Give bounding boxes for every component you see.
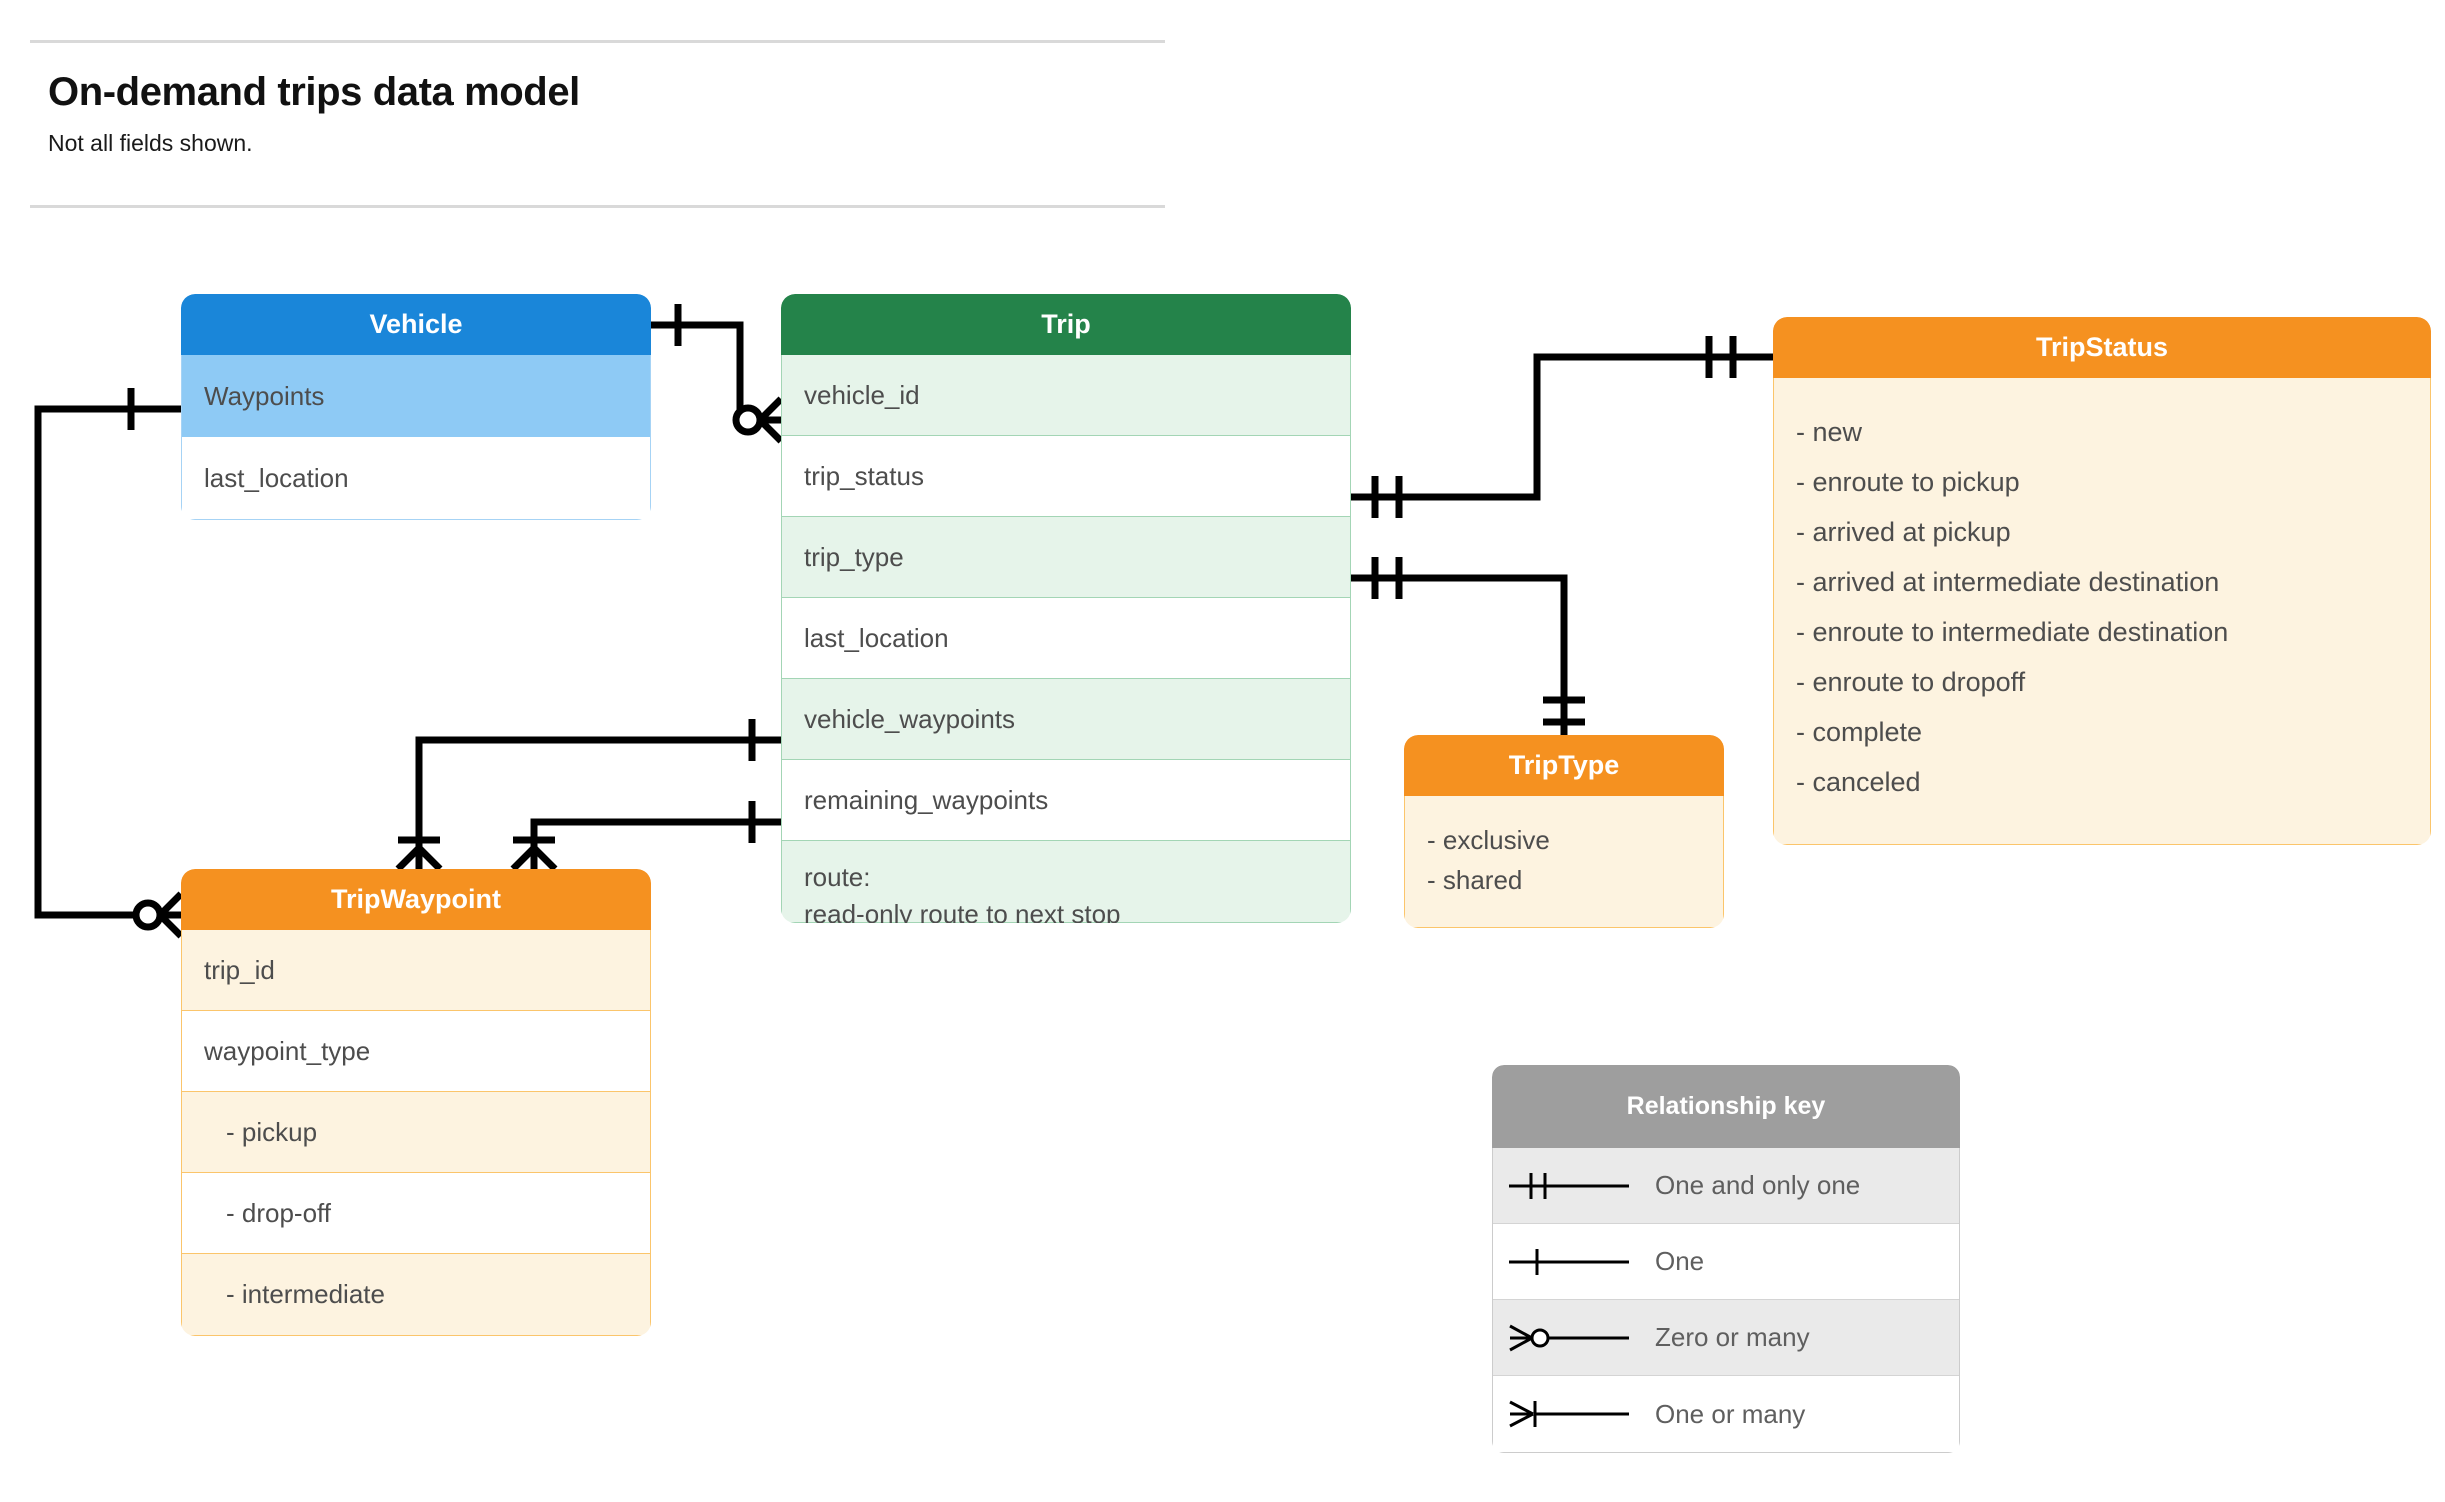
- field-row[interactable]: Waypoints: [182, 355, 650, 437]
- enum-row[interactable]: - drop-off: [182, 1173, 650, 1254]
- relationship-key-legend: Relationship key One and only one: [1492, 1065, 1960, 1453]
- one-icon: [1493, 1242, 1655, 1282]
- enum-row[interactable]: - intermediate: [182, 1254, 650, 1335]
- legend-title: Relationship key: [1492, 1065, 1960, 1148]
- entity-tripwaypoint-title: TripWaypoint: [181, 869, 651, 930]
- field-row-route[interactable]: route: read-only route to next stop: [782, 841, 1350, 923]
- field-row[interactable]: trip_type: [782, 517, 1350, 598]
- enum-value: - exclusive: [1427, 825, 1550, 855]
- enum-value: - new: [1796, 417, 1863, 447]
- route-label: route:: [804, 862, 871, 892]
- field-row[interactable]: waypoint_type: [182, 1011, 650, 1092]
- enum-value: - enroute to pickup: [1796, 466, 2020, 497]
- enum-row[interactable]: - pickup: [182, 1092, 650, 1173]
- legend-label: One and only one: [1655, 1170, 1861, 1200]
- legend-row-zero-or-many: Zero or many: [1493, 1300, 1959, 1376]
- entity-triptype[interactable]: TripType - exclusive - shared: [1404, 735, 1724, 928]
- field-row[interactable]: vehicle_id: [782, 355, 1350, 436]
- entity-trip-title: Trip: [781, 294, 1351, 355]
- wire-triptype: [1351, 574, 1568, 735]
- header-divider-top: [30, 40, 1165, 43]
- legend-row-one-or-many: One or many: [1493, 1376, 1959, 1452]
- field-row[interactable]: remaining_waypoints: [782, 760, 1350, 841]
- enum-value: - enroute to intermediate destination: [1796, 616, 2229, 647]
- wire-vehicle-to-trip: [651, 321, 750, 424]
- wire-vehicle-waypoints: [415, 736, 781, 862]
- enum-value: - arrived at pickup: [1796, 516, 2011, 547]
- enum-value: - arrived at intermediate destination: [1796, 566, 2220, 597]
- enum-value: - canceled: [1796, 766, 1921, 797]
- entity-tripstatus-values: - new - enroute to pickup - arrived at p…: [1773, 378, 2431, 845]
- legend-rows: One and only one One: [1492, 1148, 1960, 1453]
- one-and-only-one-icon: [1493, 1166, 1655, 1206]
- wire-vehicle-waypoints-to-tripwaypoint: [34, 405, 181, 919]
- zero-or-many-icon: [1493, 1318, 1655, 1358]
- entity-vehicle-title: Vehicle: [181, 294, 651, 355]
- header-divider-bottom: [30, 205, 1165, 208]
- field-row[interactable]: trip_status: [782, 436, 1350, 517]
- legend-label: One or many: [1655, 1398, 1806, 1429]
- enum-value: - shared: [1427, 865, 1523, 896]
- field-row[interactable]: vehicle_waypoints: [782, 679, 1350, 760]
- legend-label: Zero or many: [1655, 1322, 1810, 1352]
- entity-vehicle-fields: Waypoints last_location: [181, 355, 651, 520]
- enum-value: - complete: [1796, 716, 1923, 747]
- field-row[interactable]: last_location: [782, 598, 1350, 679]
- legend-row-one: One: [1493, 1224, 1959, 1300]
- field-row[interactable]: trip_id: [182, 930, 650, 1011]
- page-title: On-demand trips data model: [48, 70, 580, 114]
- legend-label: One: [1655, 1246, 1705, 1276]
- wire-remaining-waypoints: [530, 818, 781, 862]
- entity-tripwaypoint-fields: trip_id waypoint_type - pickup - drop-of…: [181, 930, 651, 1336]
- entity-tripstatus-title: TripStatus: [1773, 317, 2431, 378]
- entity-tripwaypoint[interactable]: TripWaypoint trip_id waypoint_type - pic…: [181, 869, 651, 1336]
- page-subtitle: Not all fields shown.: [48, 130, 253, 156]
- entity-vehicle[interactable]: Vehicle Waypoints last_location: [181, 294, 651, 520]
- entity-trip[interactable]: Trip vehicle_id trip_status trip_type la…: [781, 294, 1351, 923]
- legend-row-one-and-only-one: One and only one: [1493, 1148, 1959, 1224]
- wire-tripstatus: [1351, 353, 1773, 501]
- field-row[interactable]: last_location: [182, 437, 650, 519]
- route-description: read-only route to next stop: [804, 898, 1121, 923]
- one-or-many-icon: [1493, 1394, 1655, 1434]
- enum-value: - enroute to dropoff: [1796, 666, 2026, 697]
- entity-triptype-title: TripType: [1404, 735, 1724, 796]
- entity-tripstatus[interactable]: TripStatus - new - enroute to pickup - a…: [1773, 317, 2431, 845]
- entity-trip-fields: vehicle_id trip_status trip_type last_lo…: [781, 355, 1351, 923]
- entity-triptype-values: - exclusive - shared: [1404, 796, 1724, 928]
